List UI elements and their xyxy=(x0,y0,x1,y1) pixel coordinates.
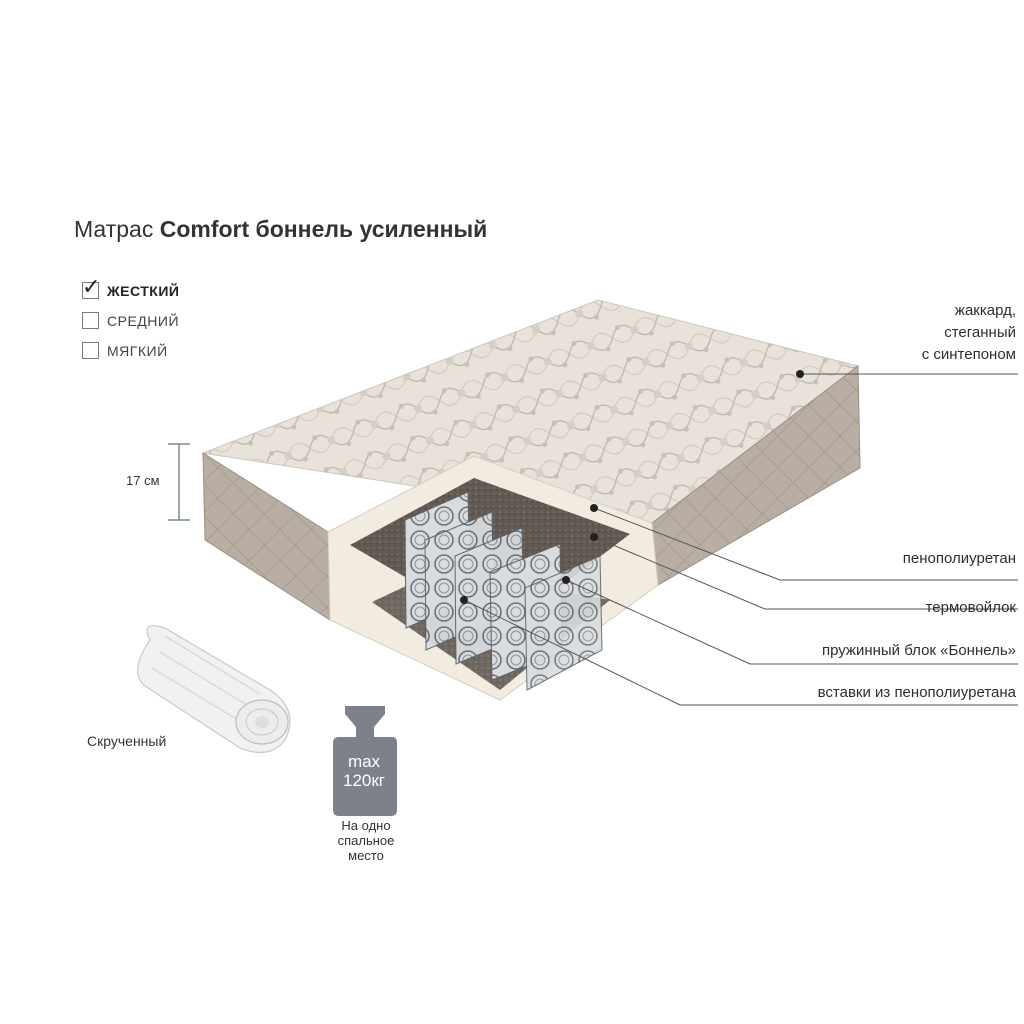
firmness-label: СРЕДНИЙ xyxy=(107,312,180,329)
callout-cover-line: стеганный xyxy=(944,324,1016,341)
rolled-mattress-image xyxy=(137,625,291,754)
height-dimension xyxy=(168,443,190,521)
rolled-label: Скрученный xyxy=(87,733,167,749)
callout-cover-line: жаккард, xyxy=(954,302,1016,319)
title-prefix: Матрас xyxy=(74,216,154,242)
callout-foam: пенополиуретан xyxy=(902,550,1016,567)
firmness-option-soft[interactable]: МЯГКИЙ xyxy=(82,342,168,359)
product-title: Матрас Comfort боннель усиленный xyxy=(74,216,487,243)
firmness-option-medium[interactable]: СРЕДНИЙ xyxy=(82,312,179,329)
firmness-label: МЯГКИЙ xyxy=(107,342,168,359)
firmness-label: ЖЕСТКИЙ xyxy=(107,282,180,299)
weight-amount: 120кг xyxy=(342,771,385,790)
weight-caption-line: спальное xyxy=(337,833,395,848)
checkbox-hard[interactable]: ✓ xyxy=(82,276,100,299)
callout-springs: пружинный блок «Боннель» xyxy=(821,642,1016,659)
weight-max: max xyxy=(347,752,381,771)
mattress-side-front xyxy=(202,452,331,621)
checkbox-soft[interactable] xyxy=(82,342,99,359)
callout-felt: термовойлок xyxy=(925,599,1016,616)
callout-cover-line: с синтепоном xyxy=(921,346,1016,363)
spring-block xyxy=(404,491,603,691)
callout-dots xyxy=(460,370,804,604)
callout-leaders xyxy=(463,373,1018,706)
weight-caption-line: место xyxy=(348,848,384,863)
weight-caption: На одно спальное место xyxy=(311,818,421,863)
title-name: Comfort боннель усиленный xyxy=(159,216,488,242)
weight-caption-line: На одно xyxy=(341,818,391,833)
checkbox-medium[interactable] xyxy=(82,312,99,329)
firmness-option-hard[interactable]: ✓ ЖЕСТКИЙ xyxy=(82,276,180,299)
callout-cover: жаккард, стеганный с синтепоном xyxy=(922,300,1016,366)
weight-icon xyxy=(333,706,397,816)
height-label: 17 см xyxy=(126,473,160,488)
weight-value: max 120кг xyxy=(332,752,396,790)
checkmark-icon: ✓ xyxy=(82,274,101,299)
callout-inserts: вставки из пенополиуретана xyxy=(817,684,1016,701)
